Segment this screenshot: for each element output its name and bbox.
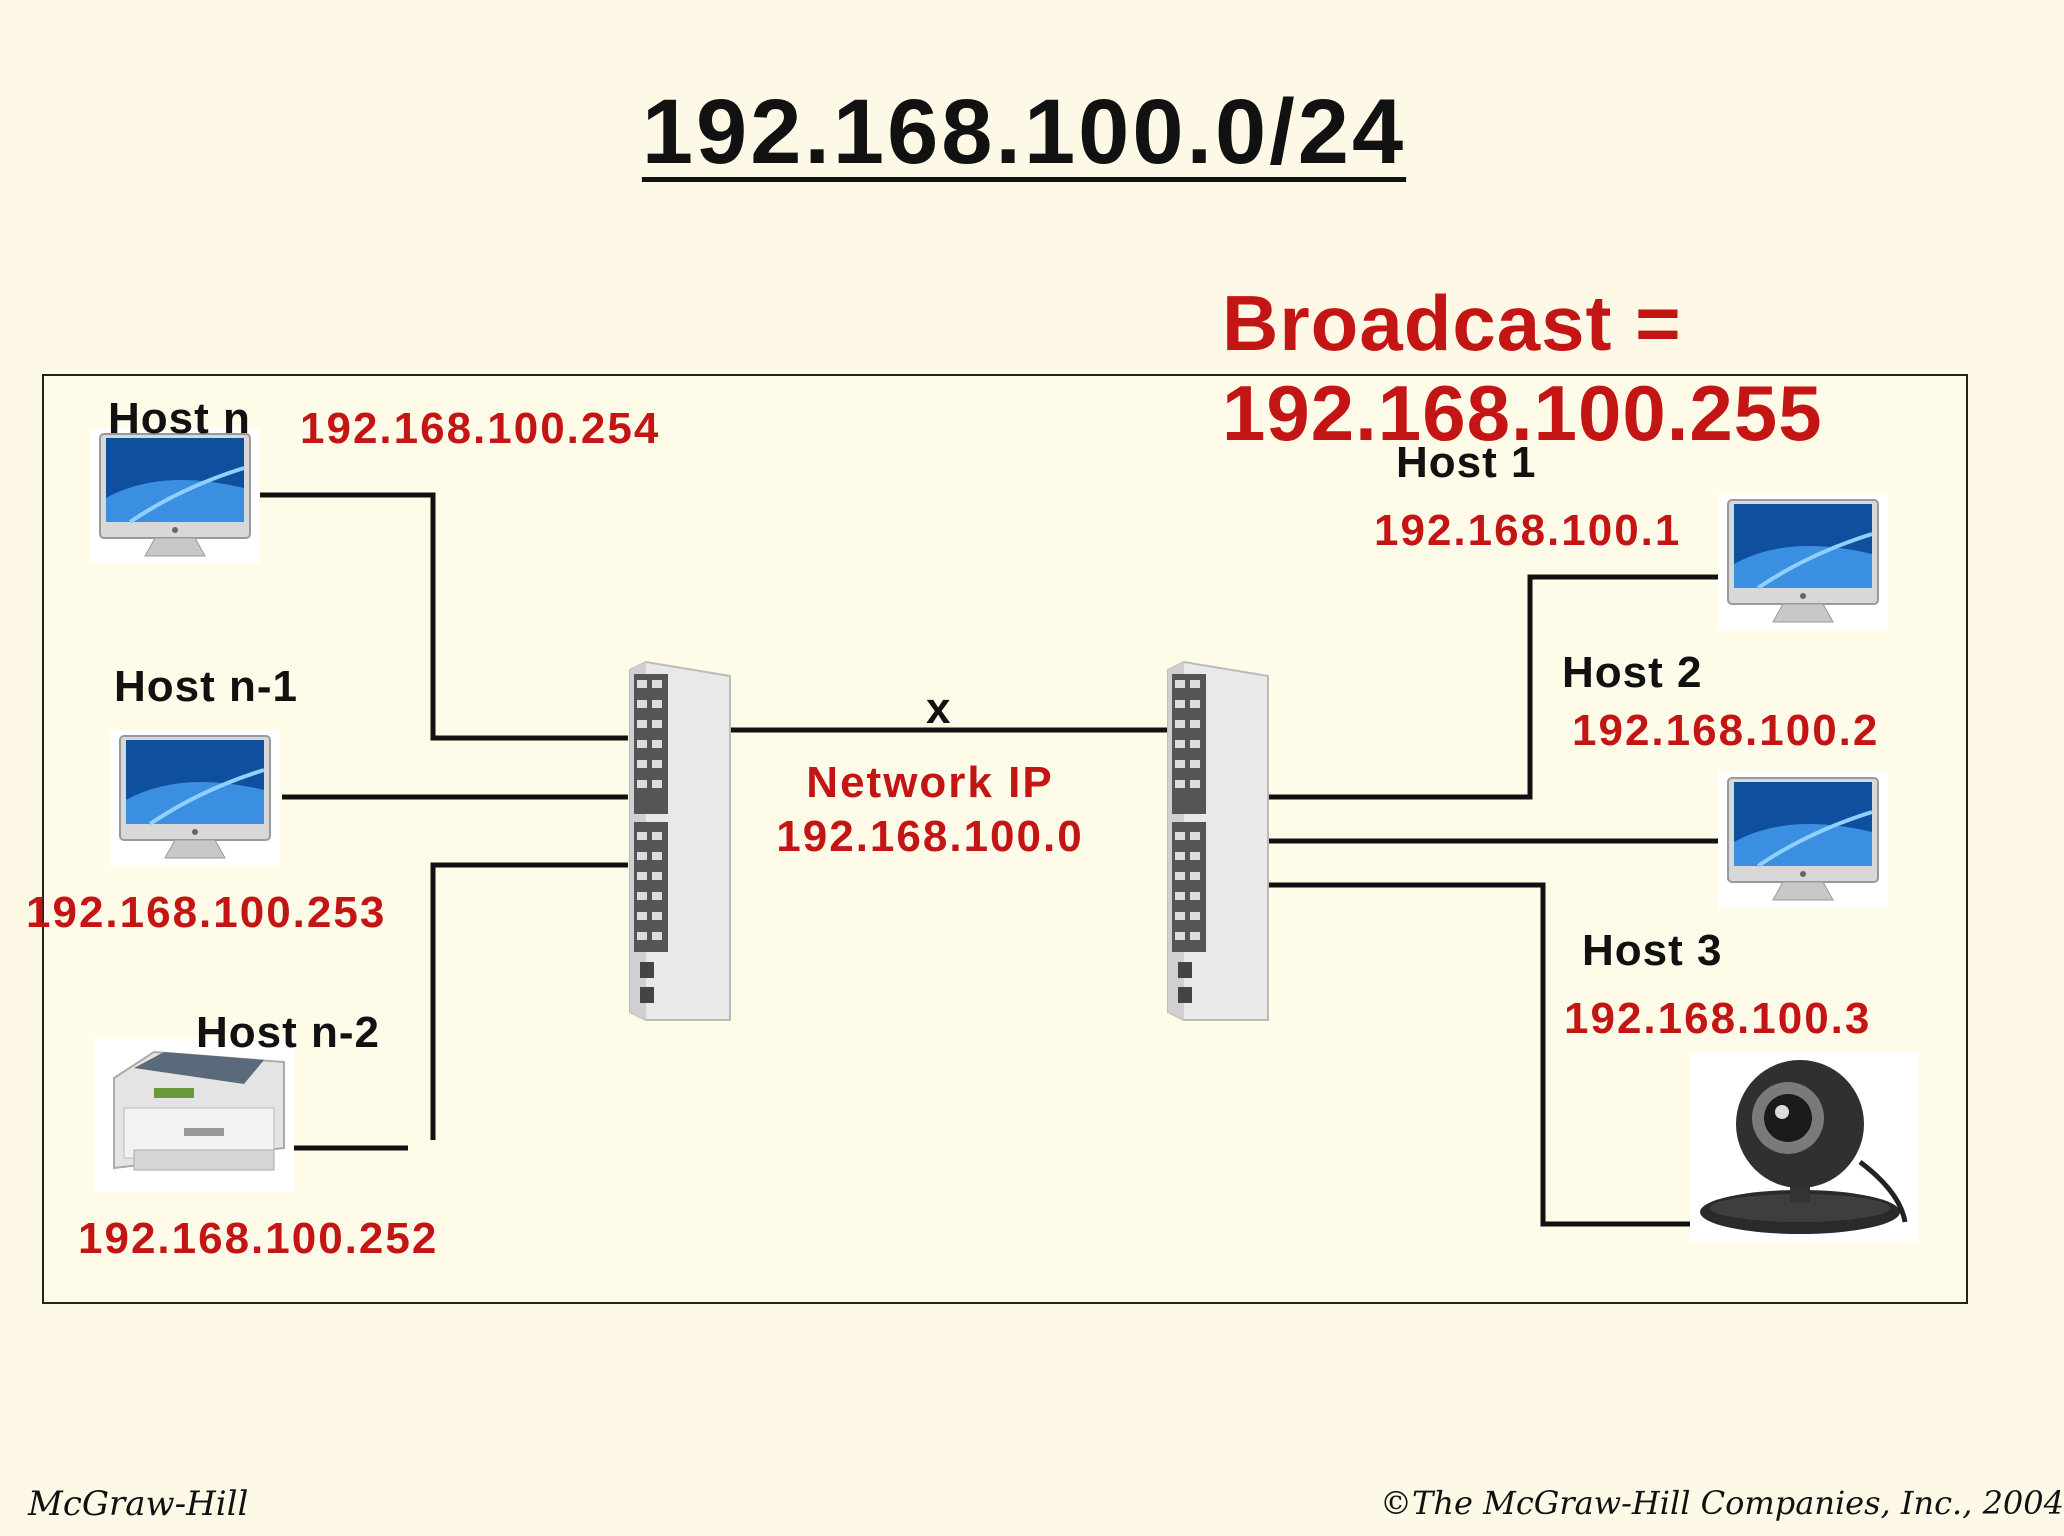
host-1-label: Host 1: [1396, 438, 1537, 487]
network-ip-value: 192.168.100.0: [776, 812, 1084, 861]
broadcast-label: Broadcast =: [1222, 279, 1682, 367]
host-2-label: Host 2: [1562, 648, 1703, 697]
network-ip: Network IP 192.168.100.0: [740, 758, 1120, 862]
broadcast-address: Broadcast = 192.168.100.255: [1222, 278, 1823, 458]
host-n-2-ip: 192.168.100.252: [78, 1214, 439, 1263]
footer-publisher: McGraw-Hill: [28, 1484, 249, 1524]
host-n-label: Host n: [108, 394, 251, 443]
host-n-2-label: Host n-2: [196, 1008, 380, 1057]
host-n-1-label: Host n-1: [114, 662, 298, 711]
host-n-1-ip: 192.168.100.253: [26, 888, 387, 937]
laser-printer-icon: [94, 1038, 294, 1192]
host-1-ip: 192.168.100.1: [1374, 506, 1682, 555]
host-3-ip: 192.168.100.3: [1564, 994, 1872, 1043]
network-switch-icon: [1167, 660, 1269, 1021]
imac-computer-icon: [90, 428, 260, 564]
host-2-ip: 192.168.100.2: [1572, 706, 1880, 755]
imac-computer-icon: [1718, 494, 1888, 630]
footer-copyright: ©The McGraw-Hill Companies, Inc., 2004: [1380, 1484, 2064, 1522]
imac-computer-icon: [110, 730, 280, 866]
host-n-ip: 192.168.100.254: [300, 404, 661, 453]
network-switch-icon: [629, 660, 731, 1021]
wire-host-1: [1205, 574, 1728, 800]
page-title: 192.168.100.0/24: [641, 81, 1407, 183]
imac-computer-icon: [1718, 772, 1888, 908]
webcam-icon: [1690, 1052, 1918, 1242]
wire-host-n-2-riser: [430, 862, 628, 1140]
wire-host-3: [1205, 882, 1722, 1227]
link-mark: x: [926, 684, 951, 733]
broadcast-ip: 192.168.100.255: [1222, 369, 1823, 457]
host-3-label: Host 3: [1582, 926, 1723, 975]
network-ip-label: Network IP: [806, 758, 1054, 807]
wire-host-n: [232, 492, 628, 741]
